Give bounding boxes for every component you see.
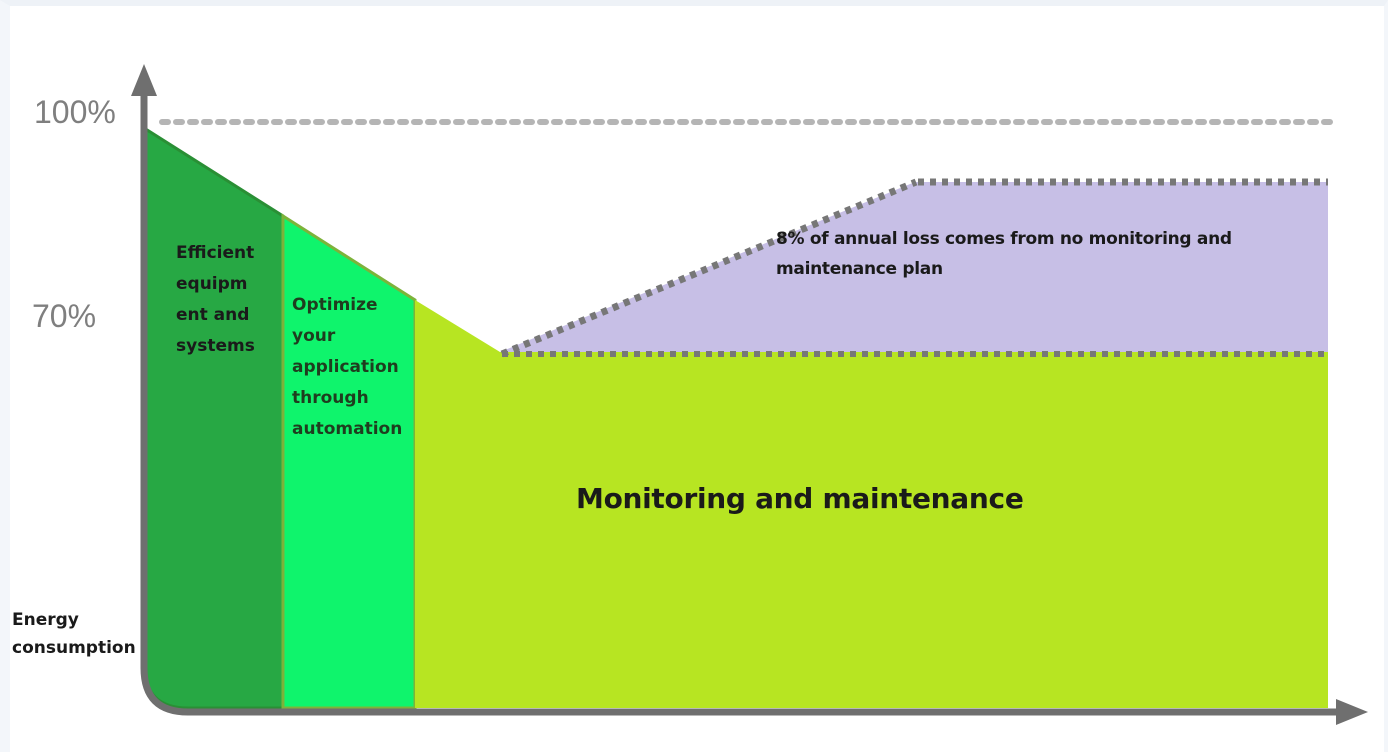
segment-efficient-equipment (142, 125, 285, 710)
y-tick-100: 100% (34, 94, 116, 130)
dotted-line-loss-slope (500, 178, 918, 358)
x-axis-arrow-icon (1336, 699, 1368, 725)
y-axis-label: Energy consumption (12, 610, 136, 658)
label-efficient-equipment: Efficient equipm ent and systems (176, 243, 255, 356)
label-optimize-automation: Optimize your application through automa… (292, 295, 403, 439)
axis-line (140, 88, 1340, 716)
segment-monitoring-maintenance (415, 300, 1328, 708)
y-tick-70: 70% (32, 298, 97, 334)
segment-annual-loss (500, 182, 1328, 352)
label-monitoring-maintenance: Monitoring and maintenance (576, 482, 1024, 515)
y-axis-arrow-icon (131, 64, 157, 96)
label-annual-loss: 8% of annual loss comes from no monitori… (776, 229, 1232, 279)
